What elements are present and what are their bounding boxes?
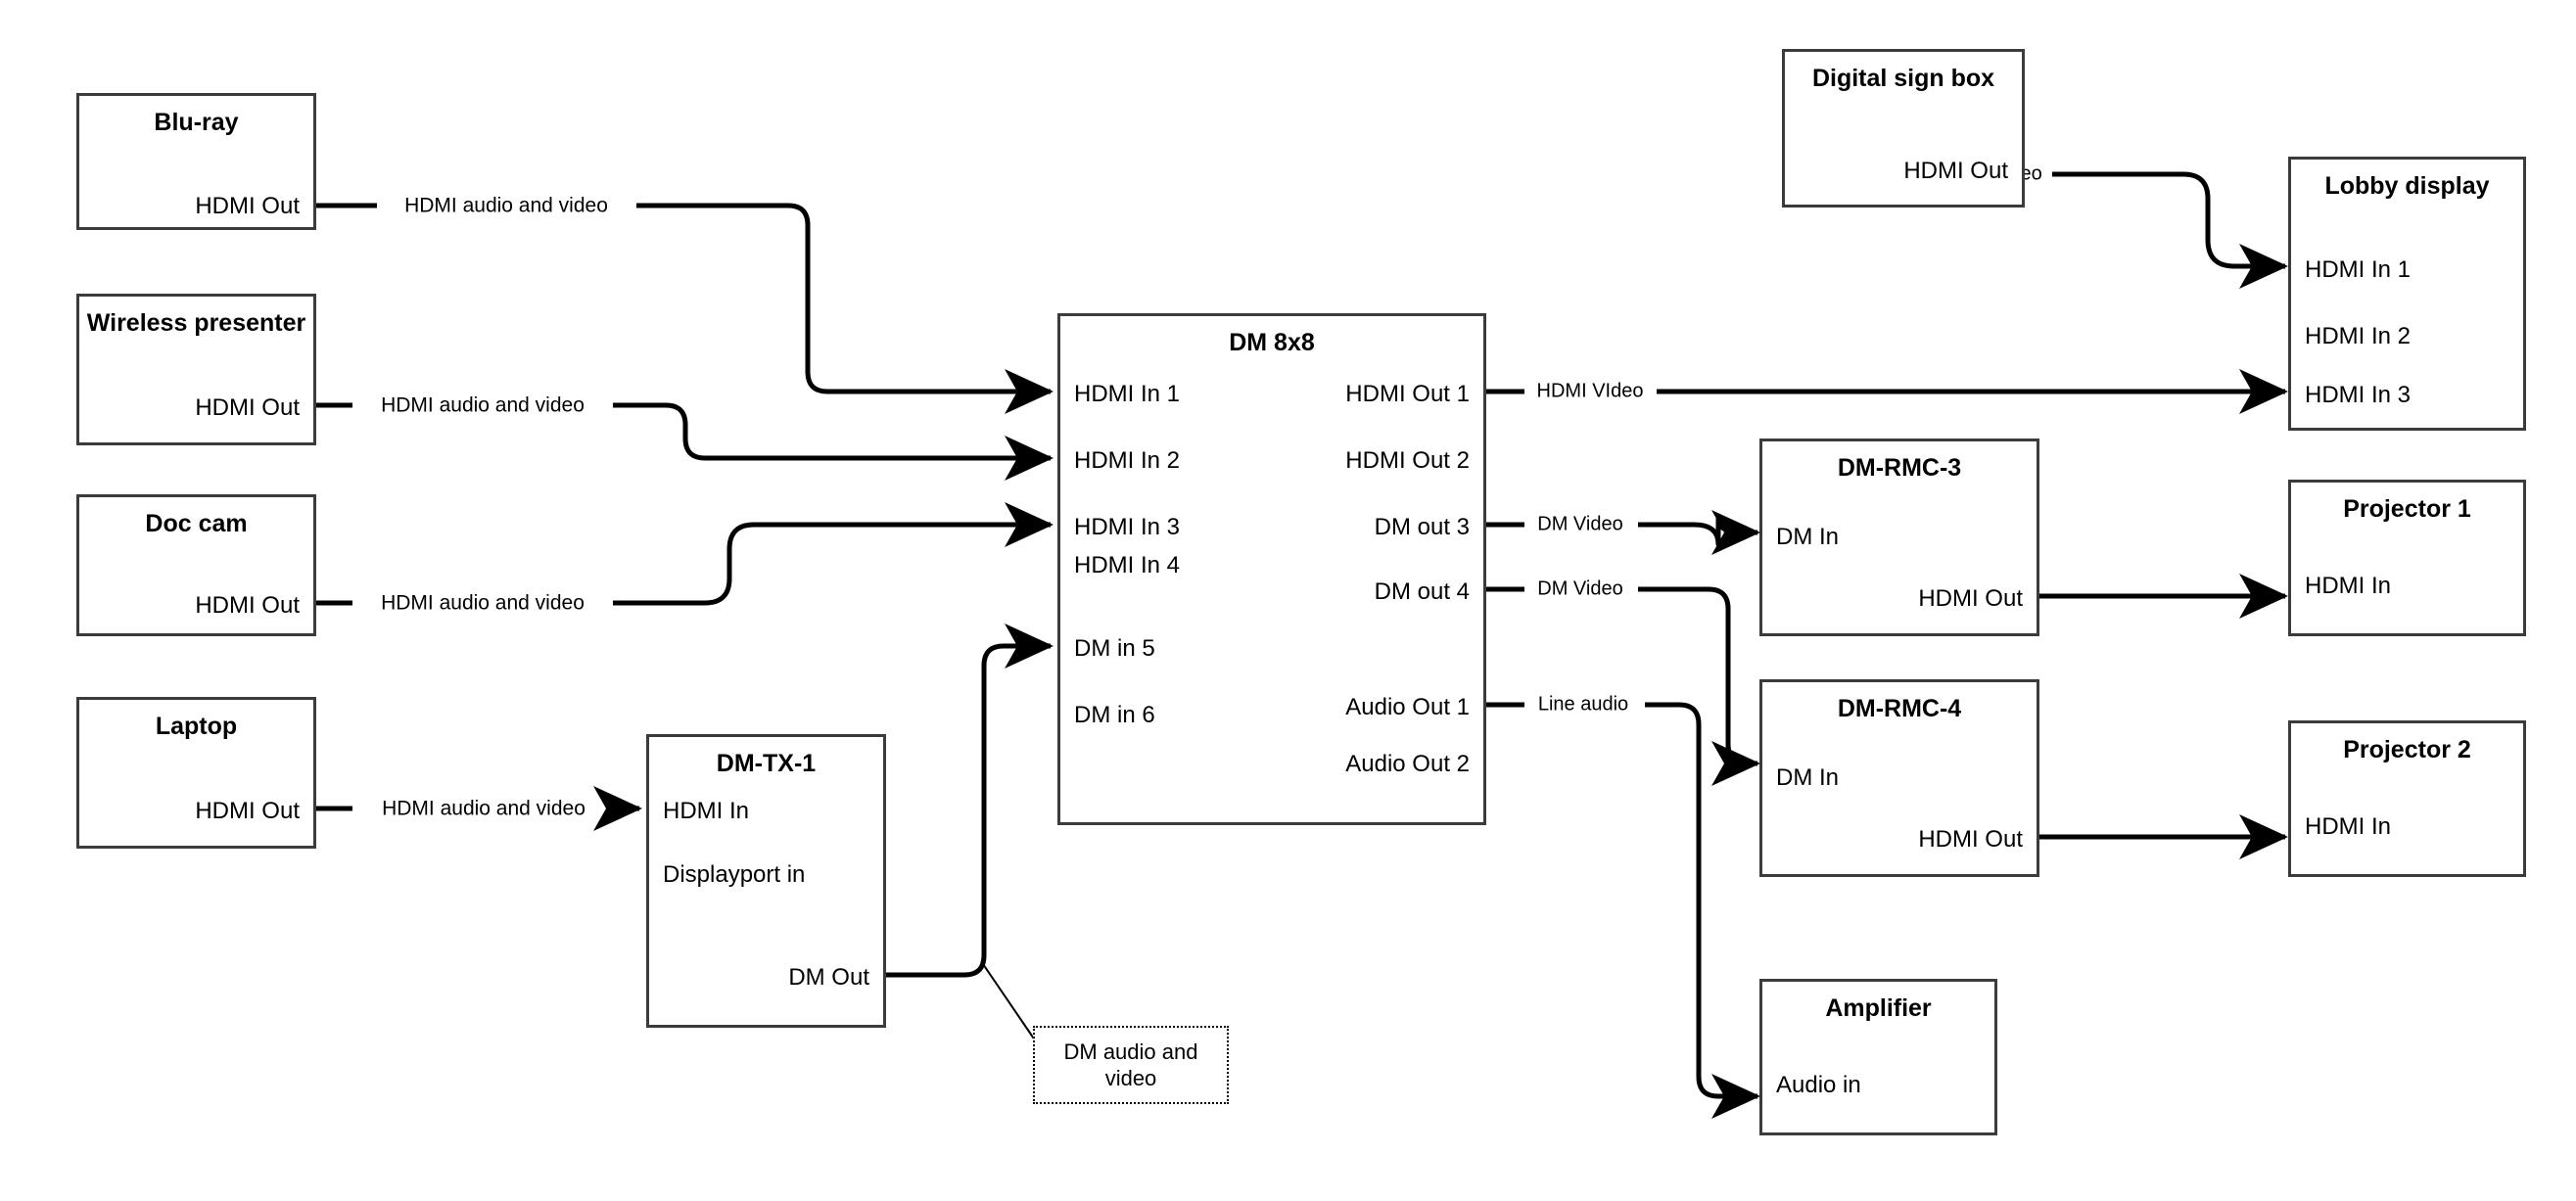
wire-doccam-to-dm8x8 bbox=[316, 525, 1051, 606]
node-dm-rmc-3[interactable]: DM-RMC-3 DM In HDMI Out bbox=[1759, 439, 2039, 636]
node-dm-8x8-input-hdmi-in-4[interactable]: HDMI In 4 bbox=[1074, 552, 1181, 578]
node-doc-cam-port-hdmi-out[interactable]: HDMI Out bbox=[195, 592, 300, 619]
node-dm-tx-1[interactable]: DM-TX-1 HDMI In Displayport in DM Out bbox=[646, 734, 886, 1028]
node-dm-8x8-input-hdmi-in-2[interactable]: HDMI In 2 bbox=[1074, 447, 1181, 474]
node-laptop-port-hdmi-out[interactable]: HDMI Out bbox=[195, 798, 300, 824]
node-projector-1-title: Projector 1 bbox=[2343, 495, 2471, 523]
node-dm-8x8-output-hdmi-out-1[interactable]: HDMI Out 1 bbox=[1345, 381, 1470, 407]
node-digital-sign-box-port-hdmi-out[interactable]: HDMI Out bbox=[1903, 158, 2008, 184]
node-projector-1[interactable]: Projector 1 HDMI In bbox=[2288, 480, 2526, 636]
node-wireless-presenter[interactable]: Wireless presenter HDMI Out bbox=[76, 294, 316, 445]
node-dm-8x8-output-dm-out-3[interactable]: DM out 3 bbox=[1374, 514, 1470, 540]
node-dm-8x8-title: DM 8x8 bbox=[1229, 329, 1315, 356]
node-lobby-display-input-hdmi-in-2[interactable]: HDMI In 2 bbox=[2305, 323, 2412, 349]
node-laptop-title: Laptop bbox=[155, 713, 238, 740]
node-wireless-presenter-port-hdmi-out[interactable]: HDMI Out bbox=[195, 394, 300, 421]
wire-dm8x8-to-dmrmc4 bbox=[1486, 586, 1757, 763]
wire-dm8x8-to-amplifier bbox=[1486, 702, 1757, 1096]
wire-label-bluray-to-dm8x8: HDMI audio and video bbox=[398, 195, 614, 216]
wire-label-dm8x8-to-amplifier: Line audio bbox=[1531, 694, 1635, 716]
node-dm-8x8-input-dm-in-6[interactable]: DM in 6 bbox=[1074, 702, 1155, 728]
node-dm-rmc-4-port-dm-in[interactable]: DM In bbox=[1776, 764, 1840, 791]
wire-wireless-to-dm8x8 bbox=[316, 402, 1051, 458]
node-dm-8x8-output-hdmi-out-2[interactable]: HDMI Out 2 bbox=[1345, 447, 1470, 474]
wire-label-wireless-to-dm8x8: HDMI audio and video bbox=[375, 394, 590, 416]
node-dm-8x8-output-audio-out-2[interactable]: Audio Out 2 bbox=[1345, 751, 1470, 777]
node-lobby-display-input-hdmi-in-1[interactable]: HDMI In 1 bbox=[2305, 256, 2412, 283]
wire-label-laptop-to-dmtx1: HDMI audio and video bbox=[376, 798, 591, 819]
node-lobby-display-title: Lobby display bbox=[2324, 172, 2490, 200]
node-wireless-presenter-title: Wireless presenter bbox=[86, 309, 306, 337]
leader-dm-audio-video-callout bbox=[980, 960, 1041, 1048]
dm-audio-video-callout: DM audio and video bbox=[1033, 1026, 1229, 1104]
node-dm-tx-1-port-displayport-in[interactable]: Displayport in bbox=[663, 861, 806, 888]
node-doc-cam-title: Doc cam bbox=[145, 510, 248, 537]
node-lobby-display[interactable]: Lobby display HDMI In 1 HDMI In 2 HDMI I… bbox=[2288, 157, 2526, 431]
node-dm-tx-1-port-hdmi-in[interactable]: HDMI In bbox=[663, 798, 750, 824]
node-dm-8x8-input-hdmi-in-1[interactable]: HDMI In 1 bbox=[1074, 381, 1181, 407]
wire-label-dm8x8-to-lobby: HDMI VIdeo bbox=[1530, 381, 1650, 402]
node-projector-2-port-hdmi-in[interactable]: HDMI In bbox=[2305, 813, 2392, 840]
node-projector-2[interactable]: Projector 2 HDMI In bbox=[2288, 720, 2526, 877]
node-projector-2-title: Projector 2 bbox=[2343, 736, 2471, 763]
node-doc-cam[interactable]: Doc cam HDMI Out bbox=[76, 494, 316, 636]
node-amplifier-title: Amplifier bbox=[1825, 994, 1932, 1022]
wire-label-dm8x8-to-dmrmc4: DM Video bbox=[1531, 578, 1629, 600]
wire-label-dm8x8-to-dmrmc3: DM Video bbox=[1531, 514, 1629, 535]
node-digital-sign-box[interactable]: Digital sign box HDMI Out bbox=[1782, 49, 2025, 208]
node-amplifier-port-audio-in[interactable]: Audio in bbox=[1776, 1072, 1861, 1098]
wire-bluray-to-dm8x8 bbox=[316, 203, 1051, 392]
node-dm-rmc-3-title: DM-RMC-3 bbox=[1837, 454, 1962, 482]
node-bluray[interactable]: Blu-ray HDMI Out bbox=[76, 93, 316, 230]
node-dm-8x8-output-dm-out-4[interactable]: DM out 4 bbox=[1374, 578, 1470, 605]
node-dm-8x8[interactable]: DM 8x8 HDMI In 1 HDMI In 2 HDMI In 3 HDM… bbox=[1057, 313, 1486, 825]
node-amplifier[interactable]: Amplifier Audio in bbox=[1759, 979, 1997, 1135]
node-dm-8x8-input-hdmi-in-3[interactable]: HDMI In 3 bbox=[1074, 514, 1181, 540]
node-laptop[interactable]: Laptop HDMI Out bbox=[76, 697, 316, 849]
wire-label-doccam-to-dm8x8: HDMI audio and video bbox=[375, 592, 590, 614]
node-dm-rmc-4[interactable]: DM-RMC-4 DM In HDMI Out bbox=[1759, 679, 2039, 877]
node-lobby-display-input-hdmi-in-3[interactable]: HDMI In 3 bbox=[2305, 382, 2412, 408]
node-dm-tx-1-title: DM-TX-1 bbox=[716, 750, 817, 777]
wire-dm8x8-to-dmrmc3 bbox=[1486, 516, 1757, 544]
node-dm-rmc-3-port-dm-in[interactable]: DM In bbox=[1776, 524, 1840, 550]
node-dm-8x8-output-audio-out-1[interactable]: Audio Out 1 bbox=[1345, 694, 1470, 720]
wire-dmtx1-to-dm8x8 bbox=[886, 624, 1054, 978]
node-bluray-port-hdmi-out[interactable]: HDMI Out bbox=[195, 193, 300, 219]
node-projector-1-port-hdmi-in[interactable]: HDMI In bbox=[2305, 573, 2392, 599]
node-digital-sign-box-title: Digital sign box bbox=[1811, 65, 1995, 92]
node-dm-8x8-input-dm-in-5[interactable]: DM in 5 bbox=[1074, 635, 1155, 662]
node-dm-rmc-4-title: DM-RMC-4 bbox=[1837, 695, 1962, 722]
node-dm-rmc-4-port-hdmi-out[interactable]: HDMI Out bbox=[1918, 826, 2023, 853]
node-bluray-title: Blu-ray bbox=[154, 109, 239, 136]
node-dm-rmc-3-port-hdmi-out[interactable]: HDMI Out bbox=[1918, 585, 2023, 612]
node-dm-tx-1-port-dm-out[interactable]: DM Out bbox=[788, 964, 869, 991]
